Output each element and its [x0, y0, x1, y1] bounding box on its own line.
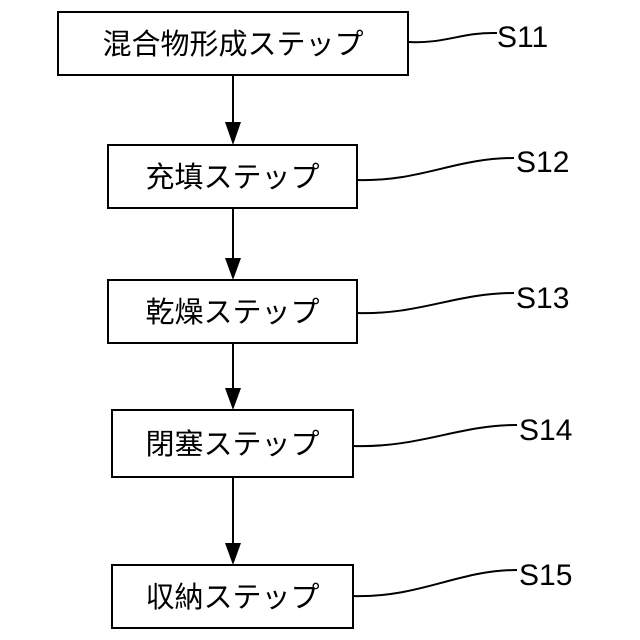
step-label: 充填ステップ — [145, 160, 319, 194]
arrow-head — [225, 122, 241, 145]
flow-arrow — [225, 477, 241, 565]
arrow-head — [225, 388, 241, 410]
step-ref-label: S12 — [516, 146, 569, 179]
step-label: 閉塞ステップ — [145, 427, 319, 461]
arrow-head — [225, 258, 241, 280]
step-ref-label: S13 — [516, 282, 569, 315]
step-s12: 充填ステップ S12 — [108, 145, 569, 208]
step-s11: 混合物形成ステップ S11 — [58, 12, 548, 75]
leader-line — [353, 570, 517, 596]
step-s13: 乾燥ステップ S13 — [108, 280, 569, 343]
step-label: 乾燥ステップ — [145, 295, 319, 329]
flow-arrow — [225, 75, 241, 145]
flow-arrow — [225, 208, 241, 280]
step-ref-label: S11 — [497, 21, 548, 54]
step-ref-label: S14 — [519, 414, 572, 447]
arrow-head — [225, 543, 241, 565]
flow-arrow — [225, 343, 241, 410]
leader-line — [357, 293, 514, 313]
step-s14: 閉塞ステップ S14 — [112, 410, 572, 477]
leader-line — [353, 425, 517, 446]
step-label: 混合物形成ステップ — [102, 27, 363, 61]
leader-line — [357, 158, 514, 180]
leader-line — [408, 33, 497, 42]
step-label: 収納ステップ — [145, 580, 319, 614]
step-ref-label: S15 — [519, 559, 572, 592]
step-s15: 収納ステップ S15 — [112, 559, 572, 628]
